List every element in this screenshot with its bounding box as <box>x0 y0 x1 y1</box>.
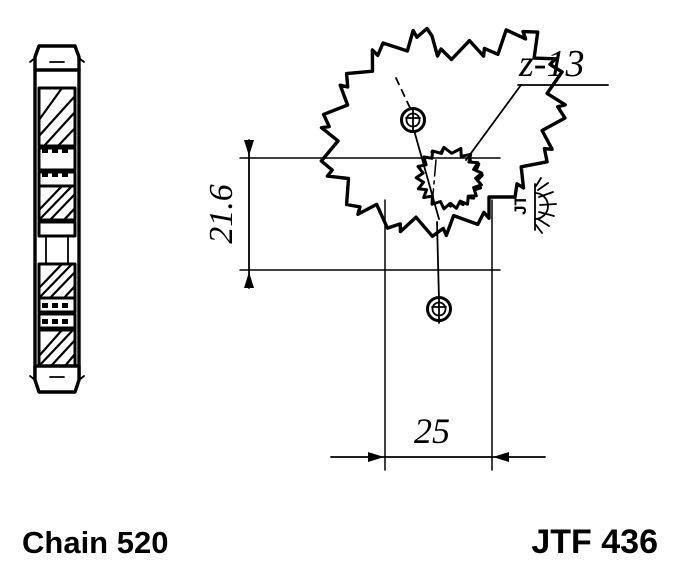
lower-leader-line <box>436 221 440 301</box>
side-view-bottom-cap <box>33 364 81 394</box>
dim-21-6-arrow-bottom <box>244 272 254 288</box>
side-view-notch-band-4 <box>37 312 77 330</box>
dim-25-arrow-right <box>493 452 509 462</box>
side-view-top-cap <box>33 44 81 72</box>
dimension-21-6: 21.6 <box>203 139 501 289</box>
side-view-hatch-block-top-2 <box>37 184 77 222</box>
logo-sun-arc <box>534 192 549 220</box>
axis-leader-line <box>411 122 440 220</box>
svg-text:JT: JT <box>511 194 530 214</box>
dim-25-arrow-left <box>368 452 384 462</box>
side-view-top-flange-line <box>29 57 85 63</box>
side-section-view <box>29 44 85 394</box>
dimension-25: 25 <box>330 199 546 471</box>
z13-leader-line <box>465 84 522 161</box>
jt-sprockets-logo: JT <box>511 177 557 234</box>
side-view-notch-band-2 <box>37 170 77 188</box>
chain-label: Chain 520 <box>22 525 168 560</box>
side-view-hatch-block-bottom-b <box>37 328 77 368</box>
dim-21-6-text: 21.6 <box>203 184 240 244</box>
z13-text: z-13 <box>518 43 584 85</box>
logo-jt-monogram: JT <box>511 194 530 214</box>
face-view <box>319 26 567 324</box>
lower-datum-marker <box>426 296 452 324</box>
side-view-notch-band-3 <box>37 296 77 314</box>
upper-dashed-leader <box>395 77 412 111</box>
side-view-hatch-block-bottom-a <box>37 262 77 300</box>
side-view-hatch-block-top-1 <box>37 86 77 148</box>
upper-datum-marker <box>400 107 426 133</box>
side-view-bottom-flange-line <box>29 375 85 381</box>
dim-25-text: 25 <box>414 411 450 451</box>
teeth-count-callout: z-13 <box>465 43 609 161</box>
side-view-notch-band-1 <box>37 146 77 172</box>
logo-sunburst-rays <box>535 177 557 234</box>
sprocket-outer-teeth-profile <box>319 26 567 238</box>
side-view-bottom-structure <box>37 262 77 368</box>
part-number-label: JTF 436 <box>531 523 658 561</box>
dim-21-6-arrow-top <box>244 140 254 156</box>
